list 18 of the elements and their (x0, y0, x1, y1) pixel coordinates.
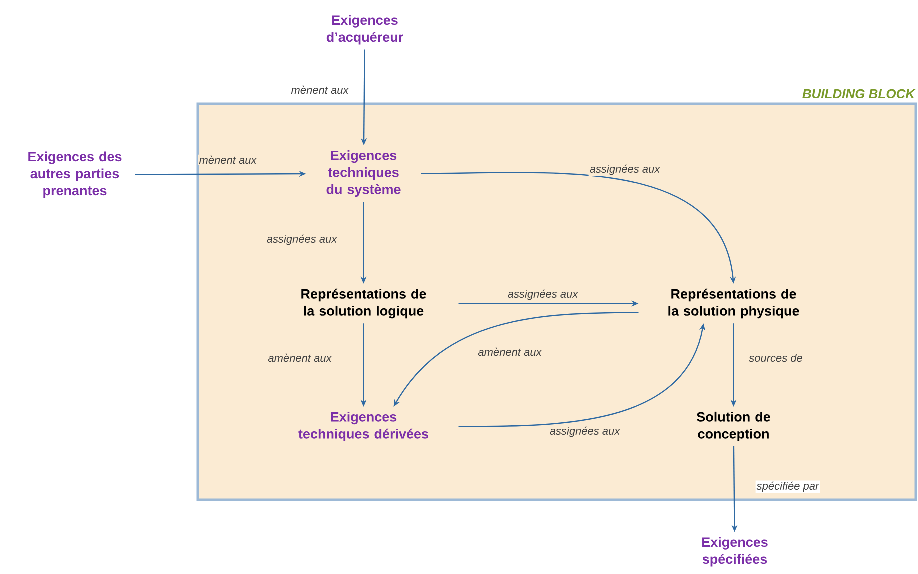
requirement-label: Exigences techniques dérivées (298, 412, 428, 442)
edge-label: amènent aux (267, 352, 333, 364)
edge-label: assignées aux (548, 426, 622, 438)
edge-label: assignées aux (266, 234, 338, 246)
requirement-label: Exigences d’acquéreur (326, 15, 404, 45)
edge-label: amènent aux (477, 346, 543, 358)
requirement-label: Exigences techniques du système (326, 150, 401, 198)
requirement-label: Exigences des autres parties prenantes (28, 152, 122, 198)
solution-label: Solution de conception (697, 412, 770, 442)
requirement-label: Exigences spécifiées (702, 537, 768, 567)
solution-label: Représentations de la solution logique (302, 288, 426, 319)
edge-label: mènent aux (290, 84, 350, 96)
edge-label: assignées aux (588, 164, 662, 176)
edge-label: spécifiée par (756, 480, 820, 494)
edge-label: assignées aux (506, 288, 580, 302)
solution-label: Représentations de la solution physique (668, 288, 800, 319)
node-label: BUILDING BLOCK (802, 89, 916, 99)
edge-label: sources de (748, 352, 804, 364)
